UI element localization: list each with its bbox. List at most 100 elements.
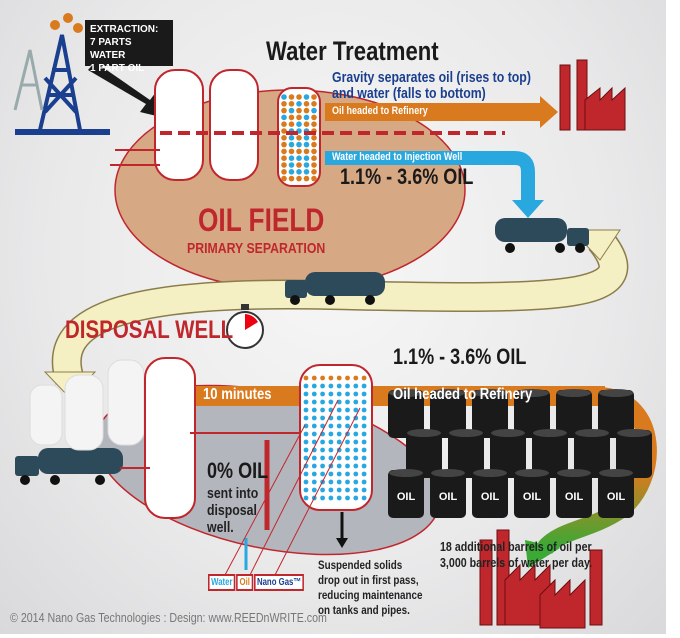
droplet [353,447,359,453]
droplet [303,399,309,405]
droplet [320,383,325,389]
oil-barrel-icon [490,429,526,478]
droplet [345,447,350,453]
solids-text: Suspended solids drop out in first pass,… [318,558,423,617]
droplet [345,391,350,397]
droplet [320,447,325,453]
droplet [361,471,367,477]
droplet [320,487,325,493]
droplet [311,375,317,381]
refinery-icon-top [559,59,626,131]
oil-refinery-label-bottom: Oil headed to Refinery [393,386,533,403]
refinery-icon-bottom [479,529,603,629]
droplet [303,107,310,114]
extraction-arrow [88,62,165,118]
droplet [311,463,317,469]
droplet [336,495,342,501]
droplet [353,383,359,389]
legend-water: Water [208,574,236,591]
droplet [281,141,287,148]
droplet [353,407,359,413]
droplet [296,107,302,114]
droplet [361,479,367,485]
droplet [288,101,295,107]
barrels-text: 18 additional barrels of oil per 3,000 b… [440,539,593,570]
droplet [311,391,317,397]
droplet [288,175,295,182]
droplet [361,415,367,421]
droplet [361,439,367,445]
droplet [336,479,342,485]
barrel-label: OIL [439,491,458,503]
droplet [296,141,302,148]
droplet [345,399,350,405]
droplet [320,439,325,445]
droplet [288,148,295,155]
droplet [328,487,334,493]
tank-droplets-top [281,94,317,182]
storage-tanks [29,359,145,451]
droplet [311,155,317,161]
zero-oil-label: 0% OIL [207,458,269,483]
droplet [353,391,359,397]
droplet [336,455,342,461]
droplet [328,383,334,389]
droplet [336,463,342,469]
tank-droplets-bottom [303,375,367,501]
droplet [303,114,310,121]
oil-percent-top: 1.1% - 3.6% OIL [340,164,474,189]
droplet [288,114,295,121]
oil-barrel-icon [616,429,652,478]
droplet [303,141,310,148]
droplet [328,399,334,405]
legend: Water Oil Nano Gas™ [208,574,305,591]
droplet [311,407,317,413]
droplet [281,94,287,100]
droplet [303,463,309,469]
droplet [311,479,317,485]
droplet [361,447,367,453]
droplet [288,162,295,168]
droplet [311,169,317,175]
droplet [328,447,334,453]
oil-barrel-icon: OIL [514,469,550,518]
gravity-text: Gravity separates oil (rises to top) and… [332,69,531,102]
droplet [336,375,342,381]
droplet [311,101,317,107]
droplet [303,423,309,429]
droplet [288,107,295,114]
droplet [311,162,317,168]
oil-refinery-label-top: Oil headed to Refinery [332,105,428,117]
droplet [281,128,287,134]
droplet [345,375,350,381]
droplet [345,495,350,501]
droplet [320,463,325,469]
droplet [296,169,302,175]
droplet [320,471,325,477]
stopwatch-icon [226,304,264,349]
droplet [311,135,317,141]
water-arrow [325,151,535,200]
water-injection-label: Water headed to Injection Well [332,151,463,163]
droplet [336,383,342,389]
droplet [296,148,302,155]
page-title: Water Treatment [266,36,439,66]
droplet [345,423,350,429]
droplet [345,439,350,445]
droplet [303,135,310,141]
oil-barrel-icon [598,389,634,438]
droplet [336,415,342,421]
oil-barrel-icon [532,429,568,478]
oil-derrick-icon [15,34,110,135]
droplet [311,439,317,445]
droplet [361,391,367,397]
droplet [361,495,367,501]
droplet [328,431,334,437]
droplet [311,455,317,461]
droplet [303,415,309,421]
oil-barrel-icon [556,389,592,438]
droplet [345,415,350,421]
droplet [288,155,295,161]
droplet [311,487,317,493]
droplet [328,479,334,485]
